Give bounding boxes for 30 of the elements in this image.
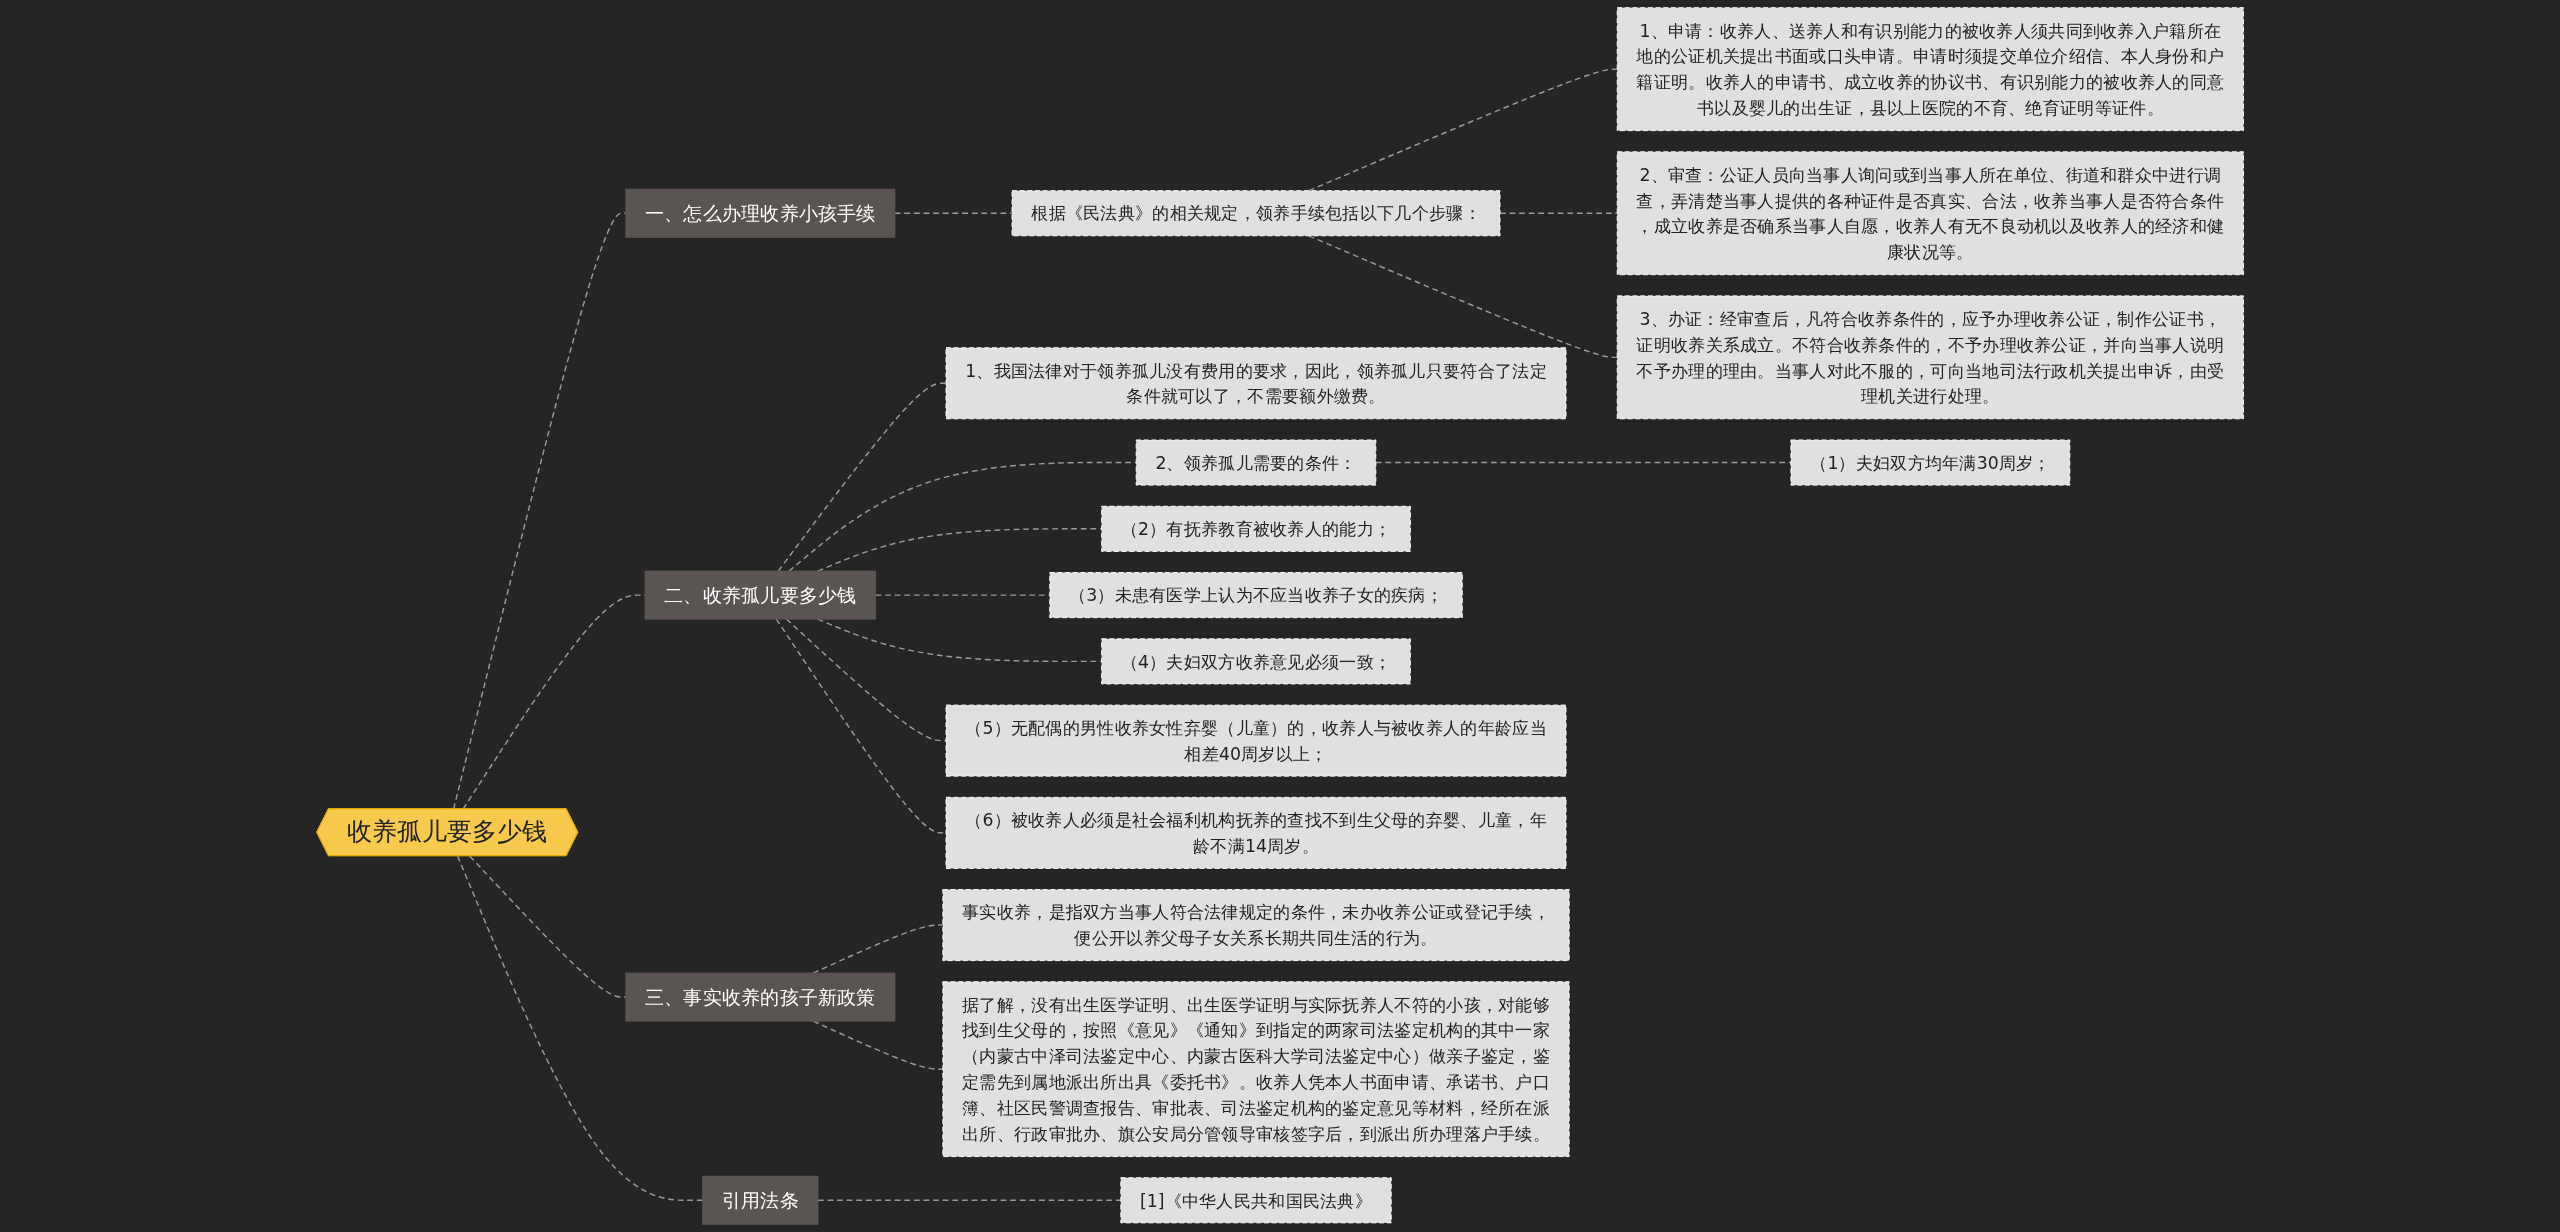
node-box: 1、我国法律对于领养孤儿没有费用的要求，因此，领养孤儿只要符合了法定条件就可以了，不需要额外缴费。 — [945, 347, 1567, 420]
connector — [1499, 212, 1618, 214]
connector — [817, 1199, 1122, 1201]
node-box: 据了解，没有出生医学证明、出生医学证明与实际抚养人不符的小孩，对能够找到生父母的，按照《意见》《通知》到指定的两家司法鉴定机构的其中一家（内蒙古中泽司法鉴定中心、内蒙古医科大学司法鉴定中心）做亲子鉴定，鉴定需先到属地派出所出具《委托书》。收养人凭本人书面申请、承诺书、户口簿、社区民警调查报告、审批表、司法鉴定机构的鉴定意见等材料，经所在派出所、行政审批办、旗公安局分管领导审核签字后，到派出所办理落户手续。 — [942, 981, 1570, 1158]
connector — [456, 855, 704, 1201]
node-box: 引用法条 — [702, 1175, 819, 1225]
connector — [812, 1020, 944, 1070]
node-box: 一、怎么办理收养小孩手续 — [625, 188, 896, 238]
connector — [788, 461, 1137, 572]
node-box: 3、办证：经审查后，凡符合收养条件的，应予办理收养公证，制作公证书，证明收养关系成立。不符合收养条件的，不予办理收养公证，并向当事人说明不予办理的理由。当事人对此不服的，可向当地司法行政机关提出申诉，由受理机关进行处理。 — [1616, 295, 2244, 420]
connector — [812, 924, 944, 974]
node-box: [1]《中华人民共和国民法典》 — [1120, 1177, 1392, 1224]
node-box: （4）夫妇双方收养意见必须一致； — [1101, 638, 1411, 685]
node-box: 事实收养，是指双方当事人符合法律规定的条件，未办收养公证或登记手续，便公开以养父母子女关系长期共同生活的行为。 — [942, 889, 1570, 962]
node-box: 根据《民法典》的相关规定，领养手续包括以下几个步骤： — [1011, 190, 1501, 237]
node-box: 二、收养孤儿要多少钱 — [644, 570, 876, 620]
node-box: （1）夫妇双方均年满30周岁； — [1790, 439, 2071, 486]
node-box: （5）无配偶的男性收养女性弃婴（儿童）的，收养人与被收养人的年龄应当相差40周岁以上； — [945, 704, 1567, 777]
node-box: 三、事实收养的孩子新政策 — [625, 972, 896, 1022]
node-box: （2）有抚养教育被收养人的能力； — [1101, 505, 1411, 552]
node-box: 1、申请：收养人、送养人和有识别能力的被收养人须共同到收养入户籍所在地的公证机关提出书面或口头申请。申请时须提交单位介绍信、本人身份和户籍证明。收养人的申请书、成立收养的协议书、有识别能力的被收养人的同意书以及婴儿的出生证，县以上医院的不育、绝育证明等证件。 — [1616, 7, 2244, 132]
connector — [1308, 235, 1618, 359]
node-box: 2、领养孤儿需要的条件： — [1135, 439, 1377, 486]
connector — [775, 618, 947, 834]
node-box: （6）被收养人必须是社会福利机构抚养的查找不到生父母的弃婴、儿童，年龄不满14周岁。 — [945, 796, 1567, 869]
connector — [1375, 461, 1792, 464]
node-box: 2、审查：公证人员向当事人询问或到当事人所在单位、街道和群众中进行调查，弄清楚当事人提供的各种证件是否真实、合法，收养当事人是否符合条件，成立收养是否确系当事人自愿，收养人有无不良动机以及收养人的经济和健康状况等。 — [1616, 151, 2244, 276]
connector — [1308, 68, 1618, 192]
node-box: （3）未患有医学上认为不应当收养子女的疾病； — [1049, 572, 1463, 619]
connector — [777, 382, 947, 572]
